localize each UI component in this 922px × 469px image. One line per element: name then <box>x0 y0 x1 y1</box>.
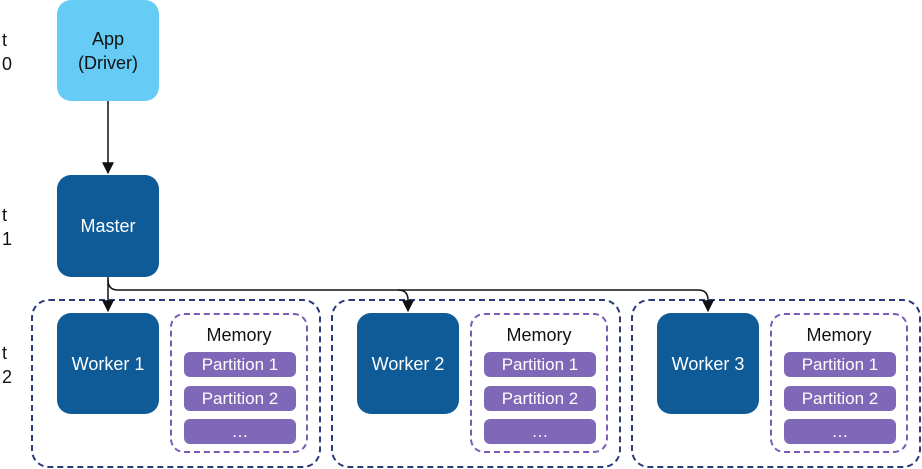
worker-1-label: Worker 1 <box>71 353 145 374</box>
time-label-t0-letter: t <box>2 30 8 50</box>
worker-node-2 <box>331 299 621 468</box>
time-label-t2: t 2 <box>2 341 12 389</box>
worker-3-memory-title: Memory <box>806 325 872 345</box>
worker-1-memory: Memory Partition 1 Partition 2 … <box>170 313 308 453</box>
worker-1-partition-2: Partition 2 <box>184 386 296 411</box>
app-label: App <box>91 28 125 49</box>
worker-2-box: Worker 2 <box>357 313 459 414</box>
arrow-master-to-worker-2 <box>107 279 414 313</box>
worker-2-memory-title: Memory <box>506 325 572 345</box>
worker-3-partition-2: Partition 2 <box>784 386 896 411</box>
worker-3-partition-1: Partition 1 <box>784 352 896 377</box>
worker-2-partition-more: … <box>484 419 596 444</box>
worker-node-3 <box>631 299 921 468</box>
worker-2-label: Worker 2 <box>371 353 445 374</box>
worker-3-label: Worker 3 <box>671 353 745 374</box>
time-label-t0: t 0 <box>2 28 12 76</box>
time-label-t1-letter: t <box>2 205 8 225</box>
app-driver-node: App (Driver) <box>57 0 159 101</box>
worker-node-1 <box>31 299 321 468</box>
time-label-t1: t 1 <box>2 203 12 251</box>
worker-2-memory: Memory Partition 1 Partition 2 … <box>470 313 608 453</box>
worker-1-partition-1: Partition 1 <box>184 352 296 377</box>
time-label-t2-number: 2 <box>2 367 13 387</box>
worker-1-memory-title: Memory <box>206 325 272 345</box>
master-label: Master <box>80 216 136 236</box>
master-node: Master <box>57 175 159 277</box>
worker-3-box: Worker 3 <box>657 313 759 414</box>
worker-3-partition-more: … <box>784 419 896 444</box>
arrow-master-to-worker-3 <box>398 289 714 313</box>
worker-1-partition-more: … <box>184 419 296 444</box>
time-label-t0-number: 0 <box>2 54 13 74</box>
time-label-t1-number: 1 <box>2 229 13 249</box>
worker-1-box: Worker 1 <box>57 313 159 414</box>
driver-label: (Driver) <box>78 52 138 73</box>
worker-3-memory: Memory Partition 1 Partition 2 … <box>770 313 908 453</box>
time-label-t2-letter: t <box>2 343 8 363</box>
worker-2-partition-1: Partition 1 <box>484 352 596 377</box>
worker-2-partition-2: Partition 2 <box>484 386 596 411</box>
